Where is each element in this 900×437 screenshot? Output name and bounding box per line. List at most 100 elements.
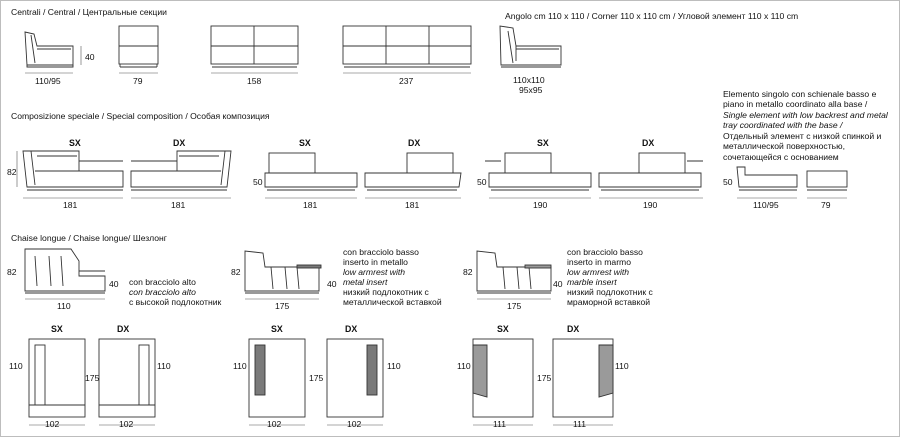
note-high-2: con bracciolo alto bbox=[129, 287, 196, 297]
special-181-low-sx bbox=[264, 152, 358, 191]
corner-element bbox=[499, 25, 562, 68]
special-single-element bbox=[736, 166, 798, 191]
dim-ch-40-a: 40 bbox=[109, 279, 119, 289]
note-metal-4: metal insert bbox=[343, 277, 388, 287]
dim-sp-79: 79 bbox=[821, 200, 831, 210]
special-181-sx bbox=[22, 150, 124, 191]
plan-dim-110-a: 110 bbox=[9, 361, 23, 371]
central-79 bbox=[118, 25, 159, 68]
dim-ch-175-a: 175 bbox=[275, 301, 290, 311]
central-side-view bbox=[24, 31, 74, 68]
note-marble-4: marble insert bbox=[567, 277, 617, 287]
chaise-metal-insert bbox=[244, 250, 322, 294]
dim-corner-110: 110x110 bbox=[513, 75, 545, 85]
plan-dim-175-c: 175 bbox=[537, 373, 552, 383]
dim-central-79: 79 bbox=[133, 76, 143, 86]
plan-dim-175-a: 175 bbox=[85, 373, 100, 383]
chaise-high-arm bbox=[24, 248, 106, 294]
plan-label-sx-3: SX bbox=[497, 324, 509, 334]
dim-sp-110-95: 110/95 bbox=[753, 200, 779, 210]
dim-sp-190-b: 190 bbox=[643, 200, 658, 210]
dim-sp-181-b: 181 bbox=[171, 200, 186, 210]
plan-dim-111-b: 111 bbox=[573, 419, 587, 429]
plan-dim-111-a: 111 bbox=[493, 419, 507, 429]
plan-label-dx-2: DX bbox=[345, 324, 358, 334]
dim-central-110-95: 110/95 bbox=[35, 76, 61, 86]
dim-ch-40-c: 40 bbox=[553, 279, 563, 289]
special-190-dx bbox=[598, 152, 703, 191]
plan-dim-102-c: 102 bbox=[267, 419, 282, 429]
dim-ch-82-b: 82 bbox=[231, 267, 241, 277]
plan-label-dx-3: DX bbox=[567, 324, 580, 334]
note-single-2: piano in metallo coordinato alla base / bbox=[723, 99, 868, 109]
central-237 bbox=[342, 25, 472, 68]
note-high-1: con bracciolo alto bbox=[129, 277, 196, 287]
note-metal-5: низкий подлокотник с bbox=[343, 287, 429, 297]
plan-dim-102-a: 102 bbox=[45, 419, 60, 429]
plan-metal-sx bbox=[248, 338, 306, 418]
dim-corner-95: 95x95 bbox=[519, 85, 543, 95]
label-sx-1: SX bbox=[69, 138, 81, 148]
special-190-sx bbox=[485, 152, 592, 191]
plan-dim-110-f: 110 bbox=[615, 361, 629, 371]
plan-dim-110-b: 110 bbox=[157, 361, 171, 371]
plan-dim-110-e: 110 bbox=[457, 361, 471, 371]
plan-dim-175-b: 175 bbox=[309, 373, 324, 383]
special-181-dx bbox=[130, 150, 232, 191]
label-dx-2: DX bbox=[408, 138, 421, 148]
plan-marble-sx bbox=[472, 338, 534, 418]
note-high-3: с высокой подлокотник bbox=[129, 297, 222, 307]
chaise-marble-insert bbox=[476, 250, 552, 294]
dim-ch-110: 110 bbox=[57, 301, 71, 311]
plan-label-dx-1: DX bbox=[117, 324, 130, 334]
section-corner-title: Angolo cm 110 x 110 / Corner 110 x 110 c… bbox=[505, 11, 799, 21]
plan-metal-dx bbox=[326, 338, 384, 418]
special-181-low-dx bbox=[364, 152, 462, 191]
plan-marble-dx bbox=[552, 338, 614, 418]
dim-sp-50-a: 50 bbox=[253, 177, 263, 187]
dim-sp-181-d: 181 bbox=[405, 200, 420, 210]
dim-ch-175-b: 175 bbox=[507, 301, 522, 311]
plan-label-sx-1: SX bbox=[51, 324, 63, 334]
note-metal-2: inserto in metallo bbox=[343, 257, 408, 267]
dim-central-237: 237 bbox=[399, 76, 414, 86]
plan-dim-102-d: 102 bbox=[347, 419, 362, 429]
note-metal-1: con bracciolo basso bbox=[343, 247, 419, 257]
label-sx-3: SX bbox=[537, 138, 549, 148]
dim-sp-181-a: 181 bbox=[63, 200, 78, 210]
note-single-5: Отдельный элемент с низкой спинкой и bbox=[723, 131, 882, 141]
note-single-1: Elemento singolo con schienale basso e bbox=[723, 89, 877, 99]
plan-label-sx-2: SX bbox=[271, 324, 283, 334]
note-metal-3: low armrest with bbox=[343, 267, 406, 277]
plan-dim-110-d: 110 bbox=[387, 361, 401, 371]
dim-central-40: 40 bbox=[85, 52, 95, 62]
dim-sp-190-a: 190 bbox=[533, 200, 548, 210]
note-marble-2: inserto in marmo bbox=[567, 257, 631, 267]
plan-dim-110-c: 110 bbox=[233, 361, 247, 371]
note-marble-5: низкий подлокотник с bbox=[567, 287, 653, 297]
dim-ch-82-a: 82 bbox=[7, 267, 17, 277]
note-marble-6: мраморной вставкой bbox=[567, 297, 651, 307]
section-chaise-title: Chaise longue / Chaise longue/ Шезлонг bbox=[11, 233, 167, 243]
note-metal-6: металлической вставкой bbox=[343, 297, 442, 307]
plan-high-dx bbox=[98, 338, 156, 418]
dim-sp-181-c: 181 bbox=[303, 200, 318, 210]
label-sx-2: SX bbox=[299, 138, 311, 148]
section-central-title: Centrali / Central / Центральные секции bbox=[11, 7, 167, 17]
dim-central-158: 158 bbox=[247, 76, 262, 86]
note-marble-3: low armrest with bbox=[567, 267, 630, 277]
note-single-7: сочетающейся с основанием bbox=[723, 152, 839, 162]
dim-sp-50-c: 50 bbox=[723, 177, 733, 187]
note-marble-1: con bracciolo basso bbox=[567, 247, 643, 257]
label-dx-3: DX bbox=[642, 138, 655, 148]
note-single-6: металлической поверхностью, bbox=[723, 141, 845, 151]
central-158 bbox=[210, 25, 299, 68]
label-dx-1: DX bbox=[173, 138, 186, 148]
dim-sp-82: 82 bbox=[7, 167, 17, 177]
special-metal-tray bbox=[806, 170, 848, 191]
section-special-title: Composizione speciale / Special composit… bbox=[11, 111, 270, 121]
plan-high-sx bbox=[28, 338, 86, 418]
dim-ch-82-c: 82 bbox=[463, 267, 473, 277]
